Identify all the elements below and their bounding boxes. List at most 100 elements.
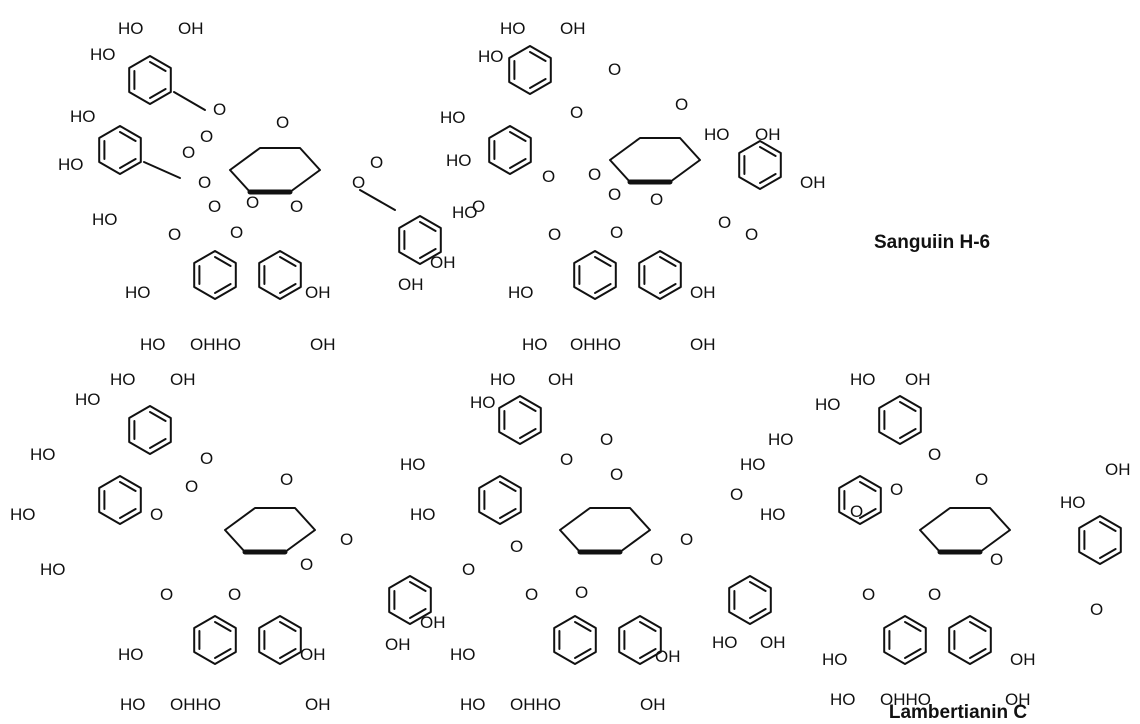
double-bond — [859, 508, 877, 519]
hydroxyl-group: HO — [40, 560, 66, 579]
double-bond — [499, 508, 517, 519]
oxygen-atom: O — [675, 95, 688, 114]
double-bond — [899, 428, 917, 439]
compound-names: Sanguiin H-6 Lambertianin C — [874, 232, 1027, 723]
benzene-ring — [553, 615, 597, 665]
benzene-ring — [388, 575, 432, 625]
hydroxyl-group: OHHO — [880, 690, 931, 709]
hydroxyl-group: HO — [1060, 493, 1086, 512]
double-bond — [639, 648, 657, 659]
benzene-ring — [508, 45, 552, 95]
hydroxyl-group: OH — [755, 125, 781, 144]
double-bond — [519, 401, 537, 412]
hydroxyl-group: HO — [75, 390, 101, 409]
oxygen-atom: O — [213, 100, 226, 119]
benzene-ring — [128, 405, 172, 455]
hydroxyl-group: HO — [410, 505, 436, 524]
oxygen-atom: O — [276, 113, 289, 132]
benzene-ring — [98, 475, 142, 525]
benzene-ring — [258, 615, 302, 665]
benzene-ring — [1078, 515, 1122, 565]
double-bond — [904, 648, 922, 659]
double-bond — [149, 88, 167, 99]
hydroxyl-group: HO — [500, 19, 526, 38]
hydroxyl-group: OHHO — [190, 335, 241, 354]
double-bond — [574, 621, 592, 632]
double-bond — [659, 283, 677, 294]
hydroxyl-group: OHHO — [510, 695, 561, 714]
benzene-ring — [488, 125, 532, 175]
double-bond — [409, 608, 427, 619]
hydroxyl-group: HO — [490, 370, 516, 389]
hydroxyl-group: OH — [800, 173, 826, 192]
bond — [173, 91, 206, 111]
benzene-ring — [618, 615, 662, 665]
oxygen-atom: O — [560, 450, 573, 469]
benzene-ring — [128, 55, 172, 105]
oxygen-atom: O — [1090, 600, 1103, 619]
benzene-ring — [398, 215, 442, 265]
double-bond — [899, 401, 917, 412]
oxygen-atom: O — [745, 225, 758, 244]
oxygen-atom: O — [680, 530, 693, 549]
benzene-ring — [478, 475, 522, 525]
hydroxyl-group: HO — [450, 645, 476, 664]
hydroxyl-group: HO — [452, 203, 478, 222]
hydroxyl-group: HO — [740, 455, 766, 474]
double-bond — [119, 131, 137, 142]
double-bond — [759, 146, 777, 157]
hydroxyl-group: OH — [760, 633, 786, 652]
oxygen-atom: O — [730, 485, 743, 504]
oxygen-atom: O — [650, 190, 663, 209]
double-bond — [279, 283, 297, 294]
bond — [359, 189, 396, 211]
hydroxyl-group: HO — [478, 47, 504, 66]
glucose-ring — [229, 147, 321, 193]
benzene-ring — [193, 615, 237, 665]
hydroxyl-group: HO — [118, 19, 144, 38]
hydroxyl-group: OH — [385, 635, 411, 654]
double-bond — [149, 61, 167, 72]
double-bond — [1099, 548, 1117, 559]
hydroxyl-group: HO — [712, 633, 738, 652]
hydroxyl-group: OH — [420, 613, 446, 632]
double-bond — [119, 158, 137, 169]
double-bond — [1099, 521, 1117, 532]
double-bond — [594, 283, 612, 294]
double-bond — [214, 621, 232, 632]
oxygen-atom: O — [246, 193, 259, 212]
oxygen-atom: O — [300, 555, 313, 574]
double-bond — [639, 621, 657, 632]
oxygen-atom: O — [462, 560, 475, 579]
hydroxyl-group: OH — [398, 275, 424, 294]
double-bond — [659, 256, 677, 267]
hydroxyl-group: OH — [310, 335, 336, 354]
benzene-ring — [258, 250, 302, 300]
hydroxyl-group: OH — [305, 283, 331, 302]
benzene-ring — [838, 475, 882, 525]
oxygen-atom: O — [608, 60, 621, 79]
double-bond — [749, 581, 767, 592]
hydroxyl-group: HO — [30, 445, 56, 464]
double-bond — [149, 411, 167, 422]
double-bond — [279, 648, 297, 659]
double-bond — [529, 51, 547, 62]
hydroxyl-group: HO — [140, 335, 166, 354]
hydroxyl-group: OH — [178, 19, 204, 38]
hydroxyl-group: OHHO — [170, 695, 221, 714]
oxygen-atom: O — [542, 167, 555, 186]
oxygen-atom: O — [610, 465, 623, 484]
oxygen-atom: O — [472, 197, 485, 216]
double-bond — [759, 173, 777, 184]
hydroxyl-group: HO — [110, 370, 136, 389]
benzene-ring — [638, 250, 682, 300]
glucose-ring — [609, 137, 701, 183]
oxygen-atom: O — [548, 225, 561, 244]
hydroxyl-group: OH — [305, 695, 331, 714]
hydroxyl-group: OH — [300, 645, 326, 664]
benzene-ring — [878, 395, 922, 445]
hydroxyl-group: OH — [548, 370, 574, 389]
hydroxyl-group: OH — [560, 19, 586, 38]
benzene-ring — [883, 615, 927, 665]
hydroxyl-group: OH — [690, 283, 716, 302]
